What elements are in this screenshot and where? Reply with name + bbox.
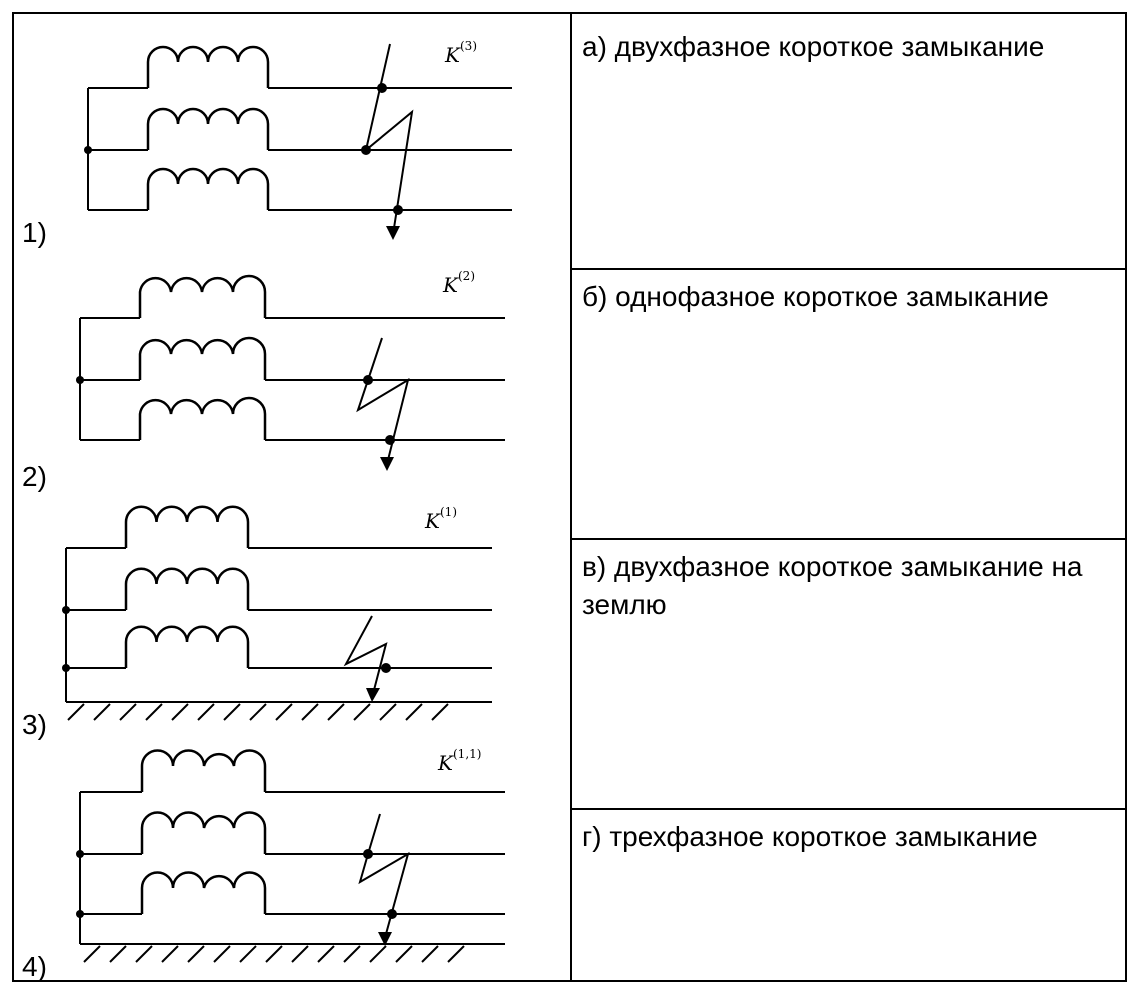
- diagram-number-1: 1): [22, 217, 47, 248]
- diagram-2: K (2): [76, 269, 505, 471]
- table-frame: [12, 12, 1127, 982]
- diagram-number-4: 4): [22, 951, 47, 982]
- diagram-1: K (3): [84, 39, 512, 240]
- diagram-4: K (1,1): [76, 747, 505, 963]
- option-d: г) трехфазное короткое замыкание: [582, 821, 1038, 852]
- row-divider-3: [570, 808, 1127, 810]
- row-divider-1: [570, 268, 1127, 270]
- k-superscript-4: (1,1): [453, 747, 481, 761]
- k-superscript-1: (3): [460, 39, 477, 53]
- option-b: б) однофазное короткое замыкание: [582, 281, 1049, 312]
- k-superscript-3: (1): [440, 505, 457, 519]
- k-superscript-2: (2): [458, 269, 475, 283]
- row-divider-2: [570, 538, 1127, 540]
- k-label-1: K: [444, 43, 461, 67]
- diagram-number-2: 2): [22, 461, 47, 492]
- column-divider: [570, 12, 572, 982]
- k-label-3: K: [424, 509, 441, 533]
- option-a: а) двухфазное короткое замыкание: [582, 31, 1045, 62]
- diagram-3: K (1): [62, 505, 492, 721]
- diagram-number-3: 3): [22, 709, 47, 740]
- k-label-2: K: [442, 273, 459, 297]
- k-label-4: K: [437, 751, 454, 775]
- option-c: в) двухфазное короткое замыкание на земл…: [582, 551, 1083, 620]
